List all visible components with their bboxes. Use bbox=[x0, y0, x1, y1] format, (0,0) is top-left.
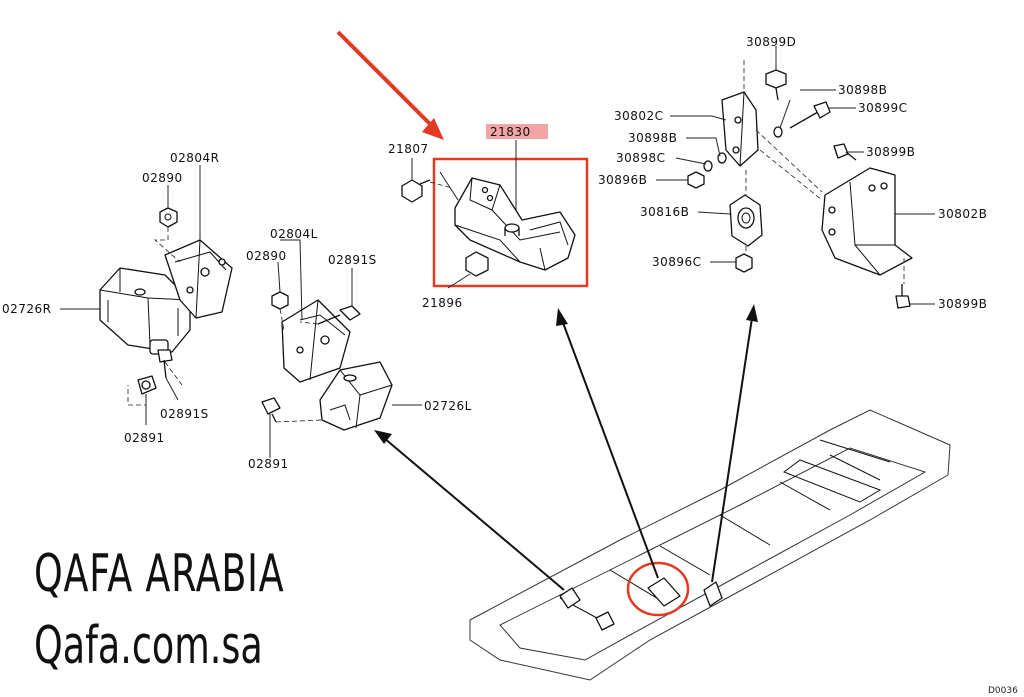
label-02804R[interactable]: 02804R bbox=[170, 151, 220, 165]
label-02890[interactable]: 02890 bbox=[246, 249, 287, 263]
location-arrows bbox=[374, 304, 758, 591]
part-02890-nut-l[interactable] bbox=[271, 291, 289, 310]
highlight-circle bbox=[626, 561, 690, 617]
part-21807-nut[interactable] bbox=[401, 179, 431, 203]
frame-mount-left[interactable] bbox=[559, 587, 581, 609]
part-30899D-bolt[interactable] bbox=[765, 69, 787, 101]
label-02891[interactable]: 02891 bbox=[248, 457, 289, 471]
label-21830-highlight bbox=[486, 124, 548, 139]
part-30816B[interactable] bbox=[729, 194, 763, 247]
part-02891S-bolt-l[interactable] bbox=[317, 305, 361, 325]
part-30899B-bolt-b[interactable] bbox=[895, 284, 911, 309]
label-02891S[interactable]: 02891S bbox=[160, 407, 209, 421]
part-30898C-washer[interactable] bbox=[703, 160, 713, 172]
part-02891-bolt-l[interactable] bbox=[261, 397, 281, 423]
label-30899B[interactable]: 30899B bbox=[938, 297, 987, 311]
label-30898B[interactable]: 30898B bbox=[628, 131, 677, 145]
part-02726R[interactable] bbox=[99, 267, 191, 355]
label-21830[interactable]: 21830 bbox=[490, 125, 531, 139]
part-21896-nut[interactable] bbox=[465, 251, 489, 277]
label-02890[interactable]: 02890 bbox=[142, 171, 183, 185]
transmission-mount-group bbox=[336, 30, 589, 289]
right-mount-group bbox=[60, 165, 233, 425]
part-02726L[interactable] bbox=[319, 361, 393, 431]
highlight-box bbox=[432, 157, 589, 288]
label-02726R[interactable]: 02726R bbox=[2, 302, 52, 316]
label-30899B[interactable]: 30899B bbox=[866, 145, 915, 159]
part-30802C[interactable] bbox=[721, 91, 759, 167]
label-02891S[interactable]: 02891S bbox=[328, 253, 377, 267]
label-30896B[interactable]: 30896B bbox=[598, 173, 647, 187]
part-30896B-nut[interactable] bbox=[687, 171, 705, 189]
label-30899D[interactable]: 30899D bbox=[746, 35, 796, 49]
red-arrow bbox=[336, 30, 444, 140]
label-02891[interactable]: 02891 bbox=[124, 431, 165, 445]
part-30898B-washer-a[interactable] bbox=[773, 126, 783, 138]
label-21896[interactable]: 21896 bbox=[422, 296, 463, 310]
label-30802B[interactable]: 30802B bbox=[938, 207, 987, 221]
label-30898B[interactable]: 30898B bbox=[838, 83, 887, 97]
diagram-code: D0036 bbox=[988, 686, 1018, 696]
part-02891-bolt-r[interactable] bbox=[137, 375, 157, 395]
label-02726L[interactable]: 02726L bbox=[424, 399, 472, 413]
brand-name: QAFA ARABIA bbox=[34, 544, 285, 604]
frame-mount-center[interactable] bbox=[647, 577, 681, 607]
left-mount-group bbox=[261, 239, 422, 458]
part-labels: 02804R 02890 02726R 02891S 02891 02804L … bbox=[2, 35, 987, 471]
chassis-frame bbox=[469, 409, 951, 681]
part-30899B-bolt-a[interactable] bbox=[833, 143, 857, 161]
label-30896C[interactable]: 30896C bbox=[652, 255, 702, 269]
label-30898C[interactable]: 30898C bbox=[616, 151, 666, 165]
label-30802C[interactable]: 30802C bbox=[614, 109, 664, 123]
part-02890-nut-r[interactable] bbox=[159, 207, 178, 228]
part-02804R[interactable] bbox=[164, 239, 233, 319]
part-21830[interactable] bbox=[454, 177, 576, 271]
brand-website[interactable]: Qafa.com.sa bbox=[34, 616, 263, 676]
label-21807[interactable]: 21807 bbox=[388, 142, 429, 156]
frame-mount-right[interactable] bbox=[703, 581, 723, 607]
part-30899C-bolt[interactable] bbox=[789, 101, 831, 129]
label-30899C[interactable]: 30899C bbox=[858, 101, 908, 115]
part-30802B[interactable] bbox=[821, 167, 913, 276]
part-02891S-bolt-r[interactable] bbox=[157, 349, 173, 379]
label-30816B[interactable]: 30816B bbox=[640, 205, 689, 219]
part-30896C-nut[interactable] bbox=[735, 253, 753, 273]
part-02804L[interactable] bbox=[281, 299, 351, 383]
label-02804L[interactable]: 02804L bbox=[270, 227, 318, 241]
rear-mount-group bbox=[656, 46, 935, 309]
